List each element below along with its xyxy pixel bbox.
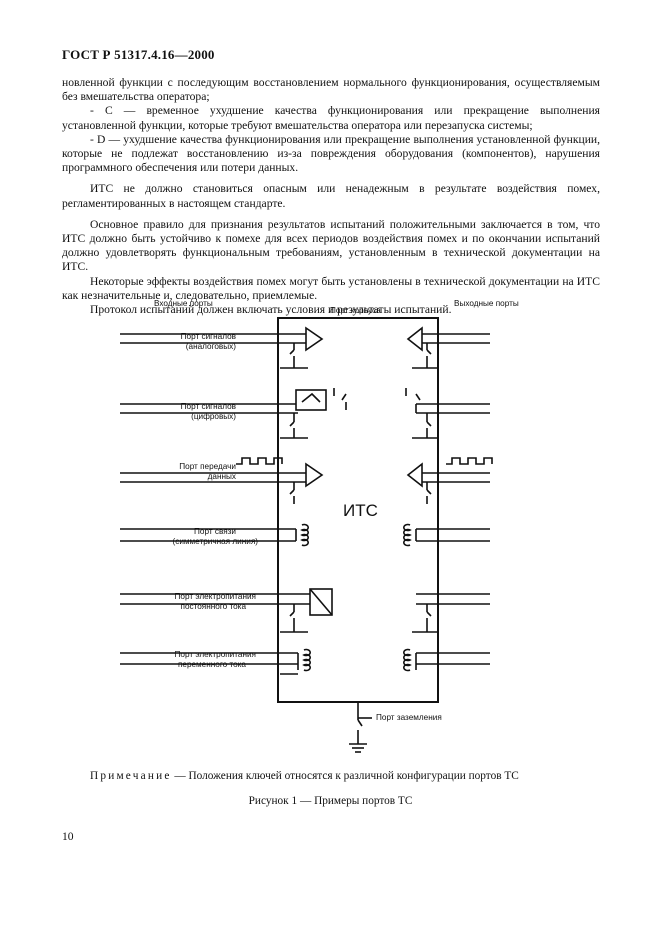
port-label-analog-signal: Порт сигналов [181,332,236,341]
port-label-dc-power-sub: постоянного тока [181,602,247,611]
enclosure-port-label: Порт корпуса [330,306,381,315]
paragraph: Основное правило для признания результат… [62,217,600,274]
note-prefix: Примечание [90,770,172,782]
port-label-digital-signal: Порт сигналов [181,402,236,411]
port-label-data: Порт передачи [179,462,236,471]
paragraph: Протокол испытаний должен включать услов… [90,303,452,317]
output-ports-heading: Выходные порты [454,299,519,308]
paragraph: ИТС не должно становиться опасным или не… [62,182,600,210]
its-label: ИТС [343,501,378,520]
document-header: ГОСТ Р 51317.4.16—2000 [62,47,215,62]
ac-power-port [120,648,490,675]
page-number: 10 [62,830,74,843]
telecom-port [120,523,490,547]
figure-caption: Рисунок 1 — Примеры портов ТС [248,795,413,807]
paragraph: - С — временное ухудшение качества функц… [62,104,600,132]
paragraph: Некоторые эффекты воздействия помех могу… [62,274,600,302]
ground-port [349,702,372,753]
data-port [120,457,493,504]
paragraph: новленной функции с последующим восстано… [62,76,600,104]
figure-ports-diagram: Входные порты Порт корпуса Выходные порт… [120,292,520,760]
port-label-data-sub: данных [208,472,236,481]
body-text: новленной функции с последующим восстано… [62,76,600,317]
ground-port-label: Порт заземления [376,713,442,722]
digital-signal-port [120,388,490,439]
dc-power-port [120,588,490,633]
analog-signal-port [120,326,490,369]
port-label-analog-signal-sub: (аналоговых) [186,342,236,351]
port-label-digital-signal-sub: (цифровых) [191,412,236,421]
port-label-telecom: Порт связи [194,527,236,536]
note-text: — Положения ключей относятся к различной… [171,770,519,782]
paragraph: - D — ухудшение качества функционировани… [62,132,600,175]
port-label-ac-power: Порт электропитания [175,650,256,659]
input-ports-heading: Входные порты [154,299,213,308]
port-label-dc-power: Порт электропитания [175,592,256,601]
figure-note: Примечание — Положения ключей относятся … [90,770,519,782]
